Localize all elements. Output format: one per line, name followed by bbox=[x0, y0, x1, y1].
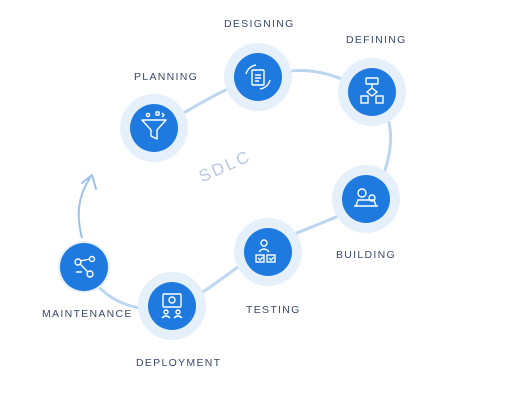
stage-node-designing bbox=[224, 43, 292, 111]
stage-node-planning bbox=[120, 94, 188, 162]
cycle-arrow-path bbox=[77, 177, 91, 239]
checklist-person-icon bbox=[255, 239, 276, 263]
stage-node-defining bbox=[338, 58, 406, 126]
document-cycle-icon bbox=[245, 64, 271, 90]
stage-label-maintenance: MAINTENANCE bbox=[42, 308, 133, 320]
stage-node-building bbox=[332, 165, 400, 233]
stage-node-deployment bbox=[138, 272, 206, 340]
hierarchy-gear-icon bbox=[74, 255, 96, 278]
stage-node-testing bbox=[234, 218, 302, 286]
gears-laptop-icon bbox=[354, 188, 378, 207]
stage-node-maintenance bbox=[58, 241, 110, 293]
stage-label-designing: DESIGNING bbox=[224, 18, 295, 30]
stage-label-deployment: DEPLOYMENT bbox=[136, 357, 222, 369]
funnel-icon bbox=[141, 111, 167, 140]
team-gear-icon bbox=[161, 293, 183, 319]
flowchart-icon bbox=[360, 77, 384, 104]
stage-label-building: BUILDING bbox=[336, 249, 396, 261]
stage-label-defining: DEFINING bbox=[346, 34, 407, 46]
stage-label-planning: PLANNING bbox=[134, 71, 199, 83]
stage-label-testing: TESTING bbox=[246, 304, 301, 316]
arrow-head-icon bbox=[81, 174, 97, 190]
